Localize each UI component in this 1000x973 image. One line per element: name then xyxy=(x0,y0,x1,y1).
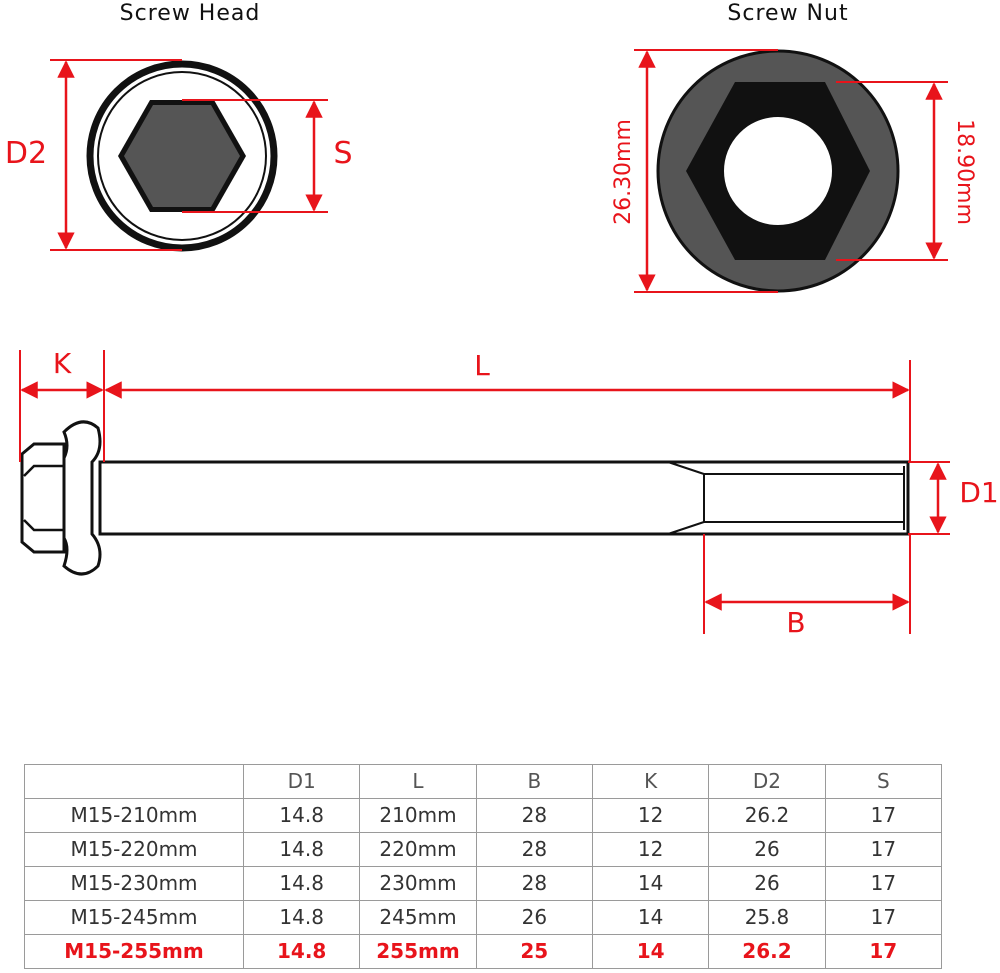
table-cell: 17 xyxy=(824,900,943,935)
table-cell: 12 xyxy=(591,798,710,833)
table-cell: M15-220mm xyxy=(24,832,244,867)
s-dimension xyxy=(182,99,328,213)
table-header-row: D1 L B K D2 S xyxy=(24,764,943,799)
table-header-cell: B xyxy=(475,764,593,799)
table-header-cell xyxy=(24,764,244,799)
nut-outer-label: 26.30mm xyxy=(611,119,636,225)
table-cell: 14.8 xyxy=(242,832,361,867)
table-cell: 17 xyxy=(824,934,943,969)
table-header-cell: S xyxy=(824,764,943,799)
d1-label: D1 xyxy=(959,476,998,509)
table-cell: 14.8 xyxy=(242,900,361,935)
table-header-cell: D1 xyxy=(242,764,361,799)
table-cell: M15-230mm xyxy=(24,866,244,901)
table-cell: 220mm xyxy=(359,832,477,867)
table-cell: 25 xyxy=(475,934,593,969)
d2-label: D2 xyxy=(5,136,47,171)
table-cell: 14 xyxy=(591,934,710,969)
l-label: L xyxy=(474,349,490,382)
table-cell: 14.8 xyxy=(242,934,361,969)
table-cell: 26.2 xyxy=(708,934,826,969)
table-row: M15-245mm 14.8 245mm 26 14 25.8 17 xyxy=(24,900,943,935)
screw-head-title: Screw Head xyxy=(120,1,261,26)
b-dimension xyxy=(703,534,911,634)
table-cell: 25.8 xyxy=(708,900,826,935)
table-cell: 255mm xyxy=(359,934,477,969)
screw-nut-title: Screw Nut xyxy=(727,1,848,26)
table-row: M15-210mm 14.8 210mm 28 12 26.2 17 xyxy=(24,798,943,833)
table-header-cell: K xyxy=(591,764,710,799)
nut-inner-label: 18.90mm xyxy=(952,119,977,225)
l-dimension xyxy=(104,360,911,462)
table-cell: 230mm xyxy=(359,866,477,901)
table-cell: M15-255mm xyxy=(24,934,244,969)
table-row: M15-220mm 14.8 220mm 28 12 26 17 xyxy=(24,832,943,867)
table-header-cell: D2 xyxy=(708,764,826,799)
screw-nut-view xyxy=(656,49,900,293)
table-cell: 26 xyxy=(475,900,593,935)
bolt-dimension-diagram: Screw Head Screw Nut D2 S 26.30mm 18.90m… xyxy=(5,1,999,639)
d2-dimension xyxy=(50,59,182,251)
table-cell: M15-210mm xyxy=(24,798,244,833)
table-cell: 26 xyxy=(708,866,826,901)
table-cell: 210mm xyxy=(359,798,477,833)
table-cell: 14.8 xyxy=(242,798,361,833)
s-label: S xyxy=(333,136,352,171)
table-cell: 17 xyxy=(824,798,943,833)
table-cell: 28 xyxy=(475,798,593,833)
table-cell: 14.8 xyxy=(242,866,361,901)
table-cell: M15-245mm xyxy=(24,900,244,935)
table-cell: 14 xyxy=(591,866,710,901)
table-header-cell: L xyxy=(359,764,477,799)
k-label: K xyxy=(53,347,72,380)
table-cell: 14 xyxy=(591,900,710,935)
table-cell: 12 xyxy=(591,832,710,867)
b-label: B xyxy=(786,606,805,639)
nut-outer-dimension xyxy=(634,49,778,293)
spec-table: D1 L B K D2 S M15-210mm 14.8 210mm 28 12… xyxy=(24,764,943,969)
table-cell: 28 xyxy=(475,866,593,901)
table-row: M15-230mm 14.8 230mm 28 14 26 17 xyxy=(24,866,943,901)
table-cell: 28 xyxy=(475,832,593,867)
table-cell: 245mm xyxy=(359,900,477,935)
k-dimension xyxy=(19,350,105,462)
table-row-highlighted: M15-255mm 14.8 255mm 25 14 26.2 17 xyxy=(24,934,943,969)
d1-dimension xyxy=(908,461,950,535)
screw-head-view xyxy=(86,60,278,252)
bolt-side-view xyxy=(20,420,910,576)
table-cell: 17 xyxy=(824,832,943,867)
table-cell: 17 xyxy=(824,866,943,901)
table-cell: 26.2 xyxy=(708,798,826,833)
table-cell: 26 xyxy=(708,832,826,867)
nut-inner-dimension xyxy=(836,81,948,261)
